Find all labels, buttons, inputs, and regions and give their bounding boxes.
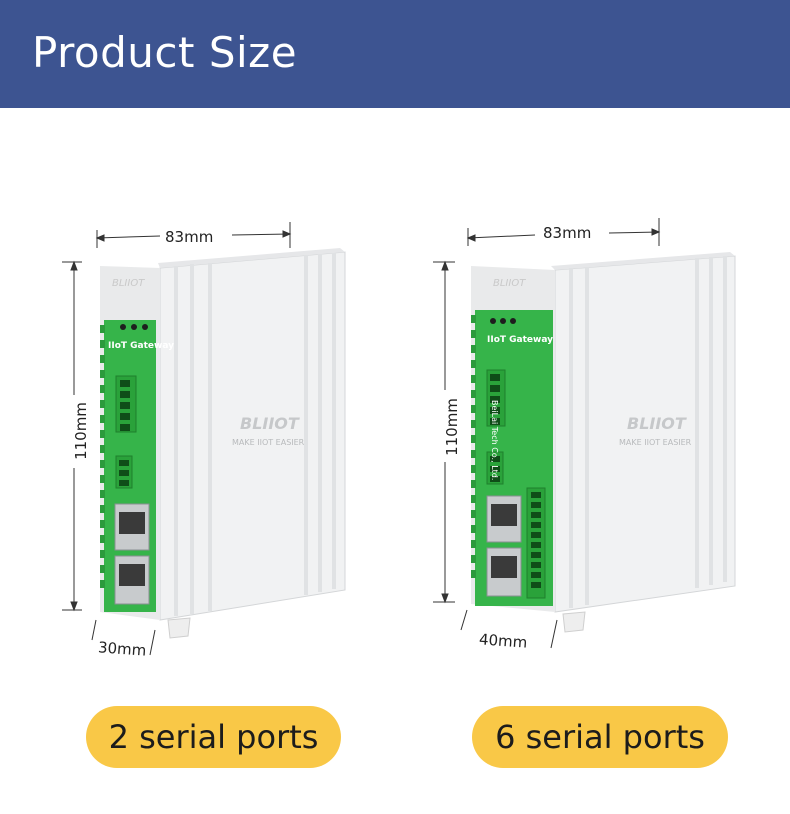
product-6-serial-ports: 83mm 110mm 40mm BLIIOT IIoT Gateway BeiL… [395, 200, 790, 670]
side-slogan: MAKE IIOT EASIER [232, 438, 305, 447]
caption-6-serial-ports: 6 serial ports [472, 706, 728, 768]
dimension-lines [433, 218, 661, 649]
front-model-label: IIoT Gateway [108, 341, 174, 351]
front-model-label: IIoT Gateway [487, 335, 553, 345]
page-title: Product Size [32, 28, 298, 77]
caption-text: 2 serial ports [108, 718, 319, 756]
product-2-serial-ports: 83mm 110mm 30mm BLIIOT IIoT Gateway BLII… [0, 200, 395, 670]
side-brand-logo: BLIIOT [240, 414, 299, 433]
front-brand-logo: BLIIOT [493, 278, 526, 289]
caption-text: 6 serial ports [495, 718, 705, 756]
side-brand-logo: BLIIOT [627, 414, 686, 433]
side-slogan: MAKE IIOT EASIER [619, 438, 692, 447]
height-dimension-label: 110mm [71, 402, 90, 460]
width-dimension-label: 83mm [543, 224, 592, 242]
gateway-device-illustration [433, 218, 736, 649]
height-dimension-label: 110mm [442, 398, 461, 456]
company-label: BeiLai Tech Co., Ltd. [490, 400, 499, 481]
header-banner: Product Size [0, 0, 790, 108]
dimension-lines [62, 222, 292, 656]
width-dimension-label: 83mm [165, 228, 214, 246]
caption-2-serial-ports: 2 serial ports [86, 706, 341, 768]
depth-dimension-label: 40mm [478, 630, 528, 652]
gateway-device-illustration [62, 222, 346, 656]
front-brand-logo: BLIIOT [112, 278, 145, 289]
depth-dimension-label: 30mm [97, 638, 147, 660]
